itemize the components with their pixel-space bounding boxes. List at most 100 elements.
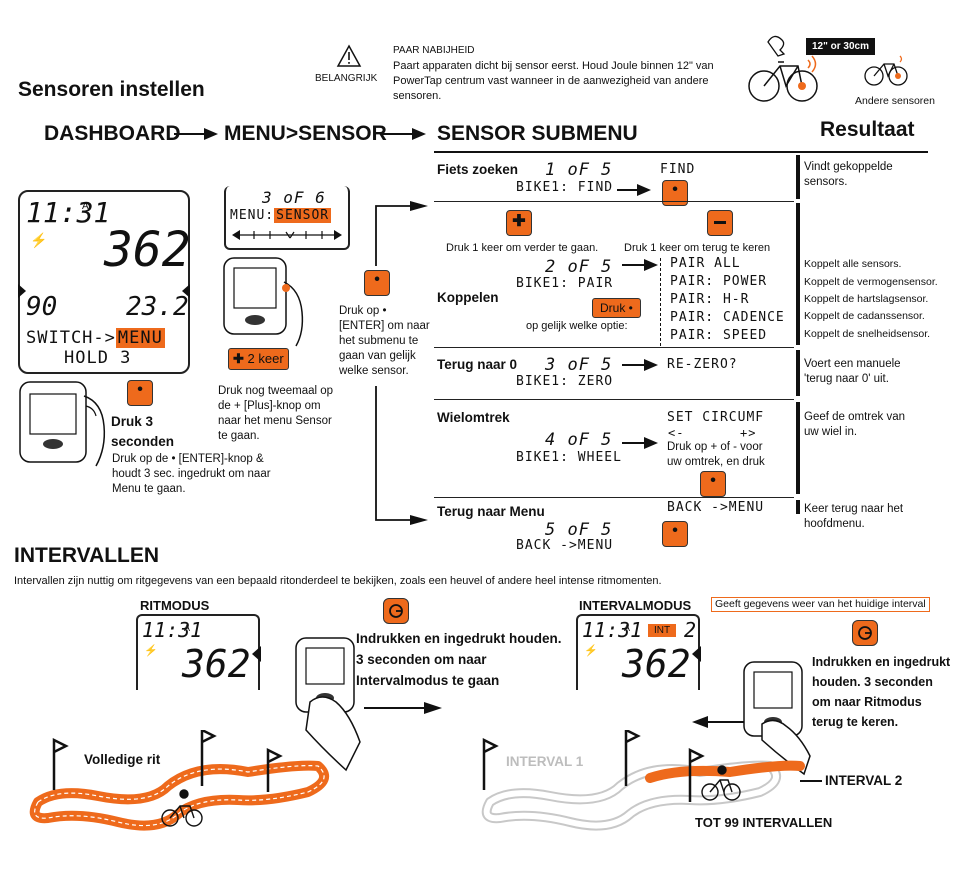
enter-button[interactable]: • (364, 270, 390, 296)
menu-instr-text: Druk nog tweemaal op de + [Plus]-knop om… (218, 385, 334, 442)
plus-badge-label: 2 keer (247, 351, 284, 366)
result-marker (796, 500, 800, 514)
pair-result: Koppelt alle sensors. (804, 258, 902, 270)
plus-button[interactable]: ✚ (506, 210, 532, 236)
row5-result: Keer terug naar het hoofdmenu. (804, 503, 904, 530)
row-terug-naar-0: Terug naar 0 (437, 357, 518, 372)
section-title-intervals: INTERVALLEN (14, 544, 160, 567)
pair-option: PAIR ALL (670, 256, 741, 271)
pair-option: PAIR: SPEED (670, 328, 768, 343)
max-intervals-label: TOT 99 INTERVALLEN (695, 815, 833, 830)
interval-mode-screen: 11:31 A INT 2 ⚡ 362 (576, 614, 701, 690)
interval-mode-label: INTERVALMODUS (579, 598, 692, 613)
dash-line2: HOLD 3 (64, 348, 132, 368)
dash-time: 11:31 (26, 196, 111, 229)
warning-icon (336, 44, 362, 73)
interval1-label: INTERVAL 1 (506, 754, 584, 769)
row4-lcd1: 4 oF 5 (545, 430, 613, 450)
mode-button-icon[interactable] (383, 598, 409, 624)
row-terug-naar-menu: Terug naar Menu (437, 504, 545, 519)
arrow-icon (620, 436, 660, 455)
menu-screen: 3 oF 6 MENU:SENSOR (224, 186, 350, 250)
device-thumb-illustration (738, 656, 818, 781)
pair-option: PAIR: CADENCE (670, 310, 785, 325)
row4-result: Geef de omtrek van uw wiel in. (804, 411, 905, 438)
row4-note: Druk op + of - voor uw omtrek, en druk (667, 441, 765, 468)
ride-time: 11:31 (142, 618, 203, 642)
minus-button[interactable] (707, 210, 733, 236)
row3-result: Voert een manuele 'terug naar 0' uit. (804, 358, 901, 385)
result-header: Resultaat (820, 118, 915, 141)
branch-connector (372, 200, 434, 535)
lightning-icon: ⚡ (584, 645, 598, 657)
dash-menu-highlight: MENU (115, 328, 165, 348)
enter-button[interactable]: • (700, 471, 726, 497)
row5-target: BACK ->MENU (667, 500, 765, 515)
dash-switch-text: SWITCH-> (26, 328, 116, 348)
triangle-right-icon (182, 284, 190, 298)
row1-target: FIND (660, 162, 696, 177)
arrow-icon (172, 126, 220, 147)
row3-lcd2: BIKE1: ZERO (516, 374, 614, 389)
int-am: A (624, 623, 631, 633)
result-marker (796, 155, 800, 199)
row-koppelen: Koppelen (437, 290, 499, 305)
to-interval-text: Indrukken en ingedrukt houden. 3 seconde… (356, 631, 562, 688)
full-ride-label: Volledige rit (84, 752, 161, 767)
enter-button[interactable]: • (127, 380, 153, 406)
dash-cadence: 90 (26, 292, 58, 322)
int-power: 362 (622, 642, 691, 686)
mode-button-icon[interactable] (852, 620, 878, 646)
result-marker (796, 203, 800, 345)
triangle-right-icon (252, 646, 261, 662)
pair-result: Koppelt de cadanssensor. (804, 310, 925, 322)
row1-lcd2: BIKE1: FIND (516, 180, 614, 195)
lightning-icon: ⚡ (30, 232, 48, 248)
notice-title: PAAR NABIJHEID (393, 45, 475, 56)
interval2-leader (800, 780, 822, 782)
header-rule (434, 151, 928, 153)
row2-minus-text: Druk 1 keer om terug te keren (624, 242, 771, 254)
pair-option: PAIR: H-R (670, 292, 750, 307)
row1-result: Vindt gekoppelde sensors. (804, 161, 893, 188)
row2-plus-text: Druk 1 keer om verder te gaan. (446, 242, 599, 254)
device-thumb-illustration (290, 632, 370, 777)
plus-2x-badge[interactable]: ✚ 2 keer (228, 348, 289, 370)
result-marker (796, 402, 800, 494)
scroll-indicator (230, 228, 344, 247)
dash-speed: 23.2 (126, 292, 189, 322)
arrow-icon (620, 358, 660, 377)
row4-arrow-left: <- (668, 426, 685, 440)
flow-dashboard: DASHBOARD (44, 122, 181, 145)
hold3-text: Druk op de • [ENTER]-knop & houdt 3 sec.… (112, 453, 271, 495)
row-divider (434, 201, 794, 202)
arrow-icon (620, 258, 660, 277)
pair-result: Koppelt de hartslagsensor. (804, 293, 929, 305)
int-number: 2 (684, 618, 697, 642)
enter-button[interactable]: • (662, 521, 688, 547)
int-time: 11:31 (582, 618, 643, 642)
warning-label: BELANGRIJK (315, 73, 378, 84)
ride-am: A (184, 623, 191, 633)
menu-line2: MENU:SENSOR (230, 208, 332, 223)
arrow-icon (615, 183, 653, 202)
flow-sensor-submenu: SENSOR SUBMENU (437, 122, 638, 145)
dash-power: 362 (104, 222, 191, 278)
interval-note: Geeft gegevens weer van het huidige inte… (711, 597, 930, 612)
row5-lcd1: 5 oF 5 (545, 520, 613, 540)
row1-lcd1: 1 oF 5 (545, 160, 613, 180)
proximity-bike-illustration (742, 28, 952, 113)
ride-power: 362 (182, 642, 251, 686)
notice-text: Paart apparaten dicht bij sensor eerst. … (393, 60, 714, 102)
hold3-title: Druk 3 seconden (111, 414, 175, 449)
row4-target: SET CIRCUMF (667, 410, 765, 425)
row-wielomtrek: Wielomtrek (437, 410, 510, 425)
druk-button[interactable]: Druk • (592, 298, 641, 318)
int-badge: INT (648, 624, 677, 637)
row2-lcd1: 2 oF 5 (545, 257, 613, 277)
enter-button[interactable]: • (662, 180, 688, 206)
interval-track (470, 727, 820, 845)
row4-lcd2: BIKE1: WHEEL (516, 450, 622, 465)
row5-lcd2: BACK ->MENU (516, 538, 614, 553)
menu-label: MENU: (230, 208, 275, 223)
